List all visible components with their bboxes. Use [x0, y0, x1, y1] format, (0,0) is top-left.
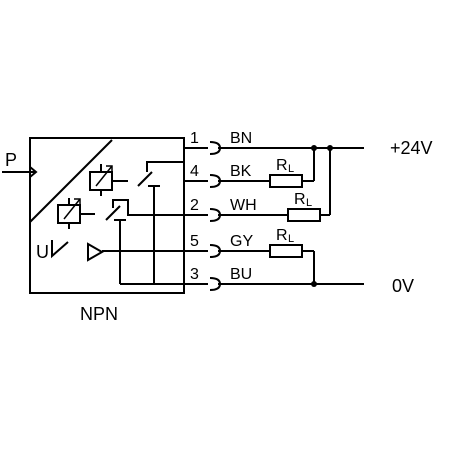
svg-text:5: 5	[190, 233, 199, 250]
housing-diagonal	[29, 139, 113, 223]
u-label: U	[36, 242, 49, 262]
pin-4-bk: 4 BK R L	[184, 148, 315, 188]
junction-dot	[327, 145, 333, 151]
supply-positive-label: +24V	[390, 138, 433, 158]
output-type-label: NPN	[80, 304, 118, 324]
svg-text:R: R	[294, 191, 306, 208]
upper-switch-contact	[137, 161, 184, 284]
svg-text:4: 4	[190, 163, 199, 180]
junction-dot	[311, 281, 317, 287]
pin-2-wh: 2 WH R L	[184, 148, 331, 222]
svg-text:R: R	[276, 157, 288, 174]
supply-negative-label: 0V	[392, 276, 414, 296]
pin-5-gy: 5 GY R L	[184, 227, 315, 284]
svg-text:2: 2	[190, 197, 199, 214]
svg-text:BN: BN	[230, 130, 252, 147]
svg-text:GY: GY	[230, 233, 253, 250]
input-arrow-head	[29, 166, 38, 178]
svg-text:L: L	[288, 163, 294, 175]
svg-text:R: R	[276, 227, 288, 244]
svg-text:BK: BK	[230, 163, 252, 180]
input-label-p: P	[5, 150, 17, 170]
svg-text:WH: WH	[230, 197, 257, 214]
svg-text:L: L	[288, 233, 294, 245]
lower-sensor-element	[57, 198, 95, 229]
svg-text:L: L	[306, 197, 312, 209]
svg-text:1: 1	[190, 130, 199, 147]
junction-dot	[311, 145, 317, 151]
svg-text:BU: BU	[230, 266, 252, 283]
lower-switch-contact	[105, 199, 184, 284]
analog-output-symbol	[51, 240, 184, 262]
pin-3-bu: 3 BU	[184, 266, 364, 291]
upper-sensor-element	[89, 164, 128, 196]
svg-text:3: 3	[190, 266, 199, 283]
pin-1-bn: 1 BN	[184, 130, 364, 155]
